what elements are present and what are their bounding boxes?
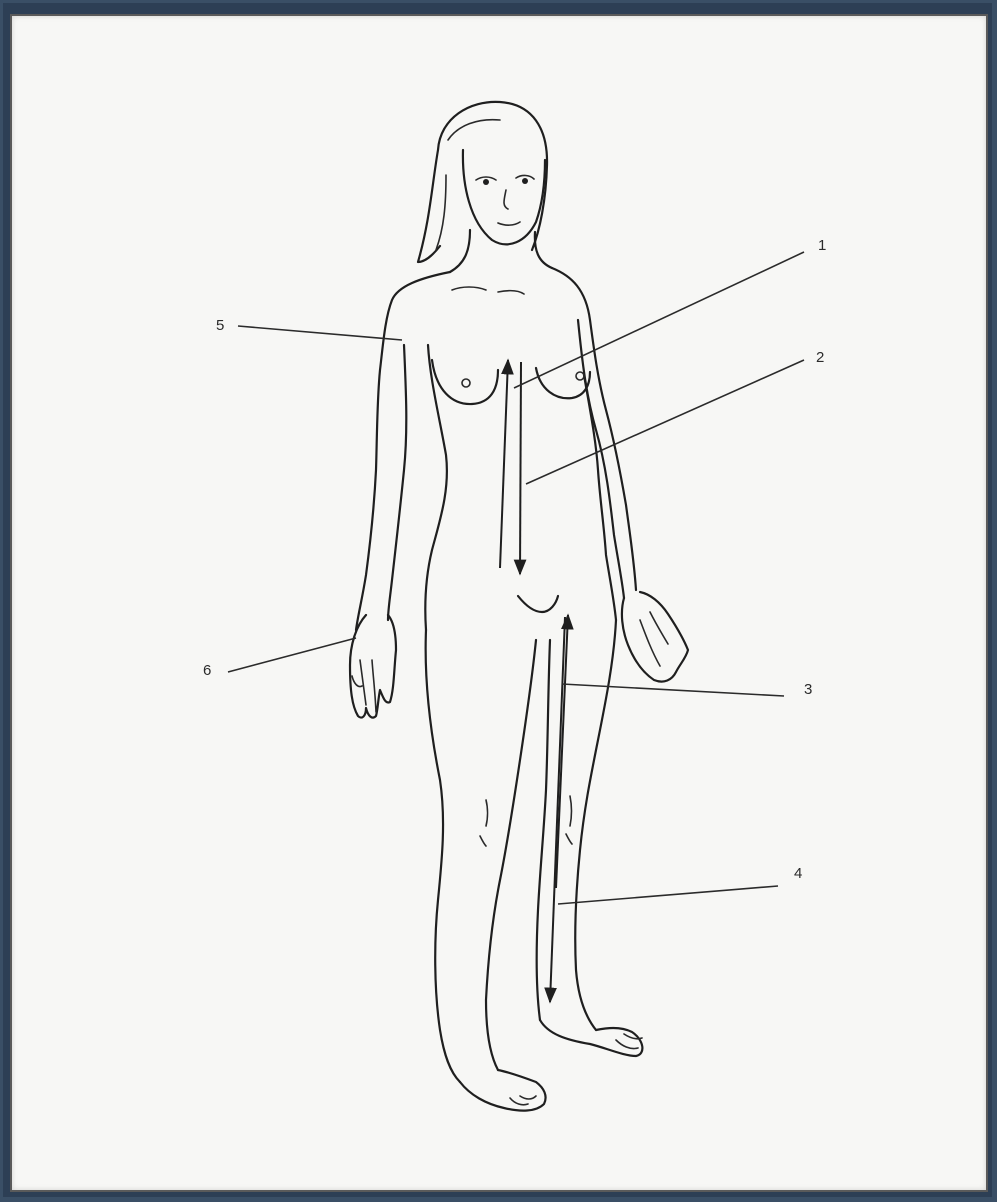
leader-6 (228, 638, 356, 672)
left-foot (460, 1070, 546, 1111)
leader-2 (526, 360, 804, 484)
label-3: 3 (804, 681, 812, 698)
label-2: 2 (816, 349, 824, 366)
collarbones (452, 287, 524, 294)
nipple-left (462, 379, 470, 387)
arrow-up-leg (556, 615, 568, 888)
right-hand-fingers (640, 612, 668, 666)
label-1: 1 (818, 237, 826, 254)
right-leg-inner (537, 640, 550, 1020)
left-side-body (425, 345, 447, 630)
nipple-right (576, 372, 584, 380)
left-knee (480, 800, 488, 846)
label-4: 4 (794, 865, 802, 882)
breast-left (432, 360, 498, 404)
leader-5 (238, 326, 402, 340)
arrow-down-leg (550, 617, 565, 1002)
left-leg-outer (426, 630, 460, 1082)
leader-1 (514, 252, 804, 388)
mouth (498, 222, 520, 225)
leader-lines (228, 252, 804, 904)
right-eye (522, 178, 528, 184)
nose (504, 190, 508, 209)
leader-3 (562, 684, 784, 696)
left-arm-inner (388, 345, 406, 620)
right-side-body (584, 375, 616, 620)
number-labels: 1 2 3 4 5 6 (203, 237, 826, 882)
direction-arrows (500, 360, 568, 1002)
left-hand-fingers (352, 660, 376, 712)
leader-4 (558, 886, 778, 904)
arrow-down-torso (520, 362, 521, 574)
left-leg-inner (486, 640, 536, 1070)
hair-strands (436, 120, 500, 250)
right-knee (566, 796, 572, 844)
female-figure (350, 102, 688, 1111)
right-leg-outer (575, 620, 616, 1030)
left-toes (510, 1096, 536, 1105)
arrow-up-torso (500, 360, 508, 568)
label-5: 5 (216, 317, 224, 334)
pelvis (518, 596, 558, 612)
right-foot (540, 1020, 642, 1056)
label-6: 6 (203, 662, 211, 679)
right-hand (622, 592, 688, 682)
left-eye (483, 179, 489, 185)
torso-left (356, 272, 450, 630)
